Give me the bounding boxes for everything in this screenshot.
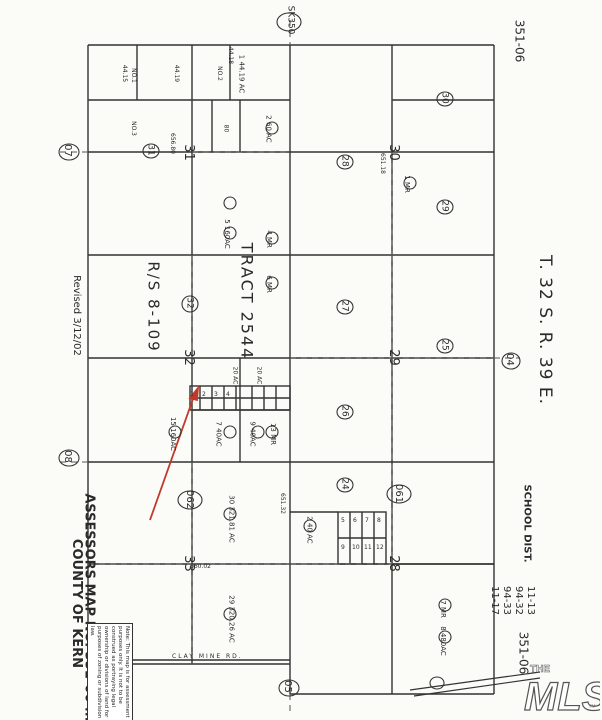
adjacent-map-04: 04 [503,353,515,366]
section-29: 29 [385,349,401,366]
parcel-2-area: 2 60 AC [264,115,273,143]
no-2: NO.2 [215,66,223,81]
map-ref-top: 351-06 [512,19,527,63]
revised-date: Revised 3/12/02 [70,275,82,356]
lot-3: 3 [214,391,218,398]
dim-20ac-1: 20 AC [231,366,239,385]
parcel-6-mr: 6 MR [264,275,273,293]
adjacent-map-05: 05 [281,680,293,693]
dim-20ac-2: 20 AC [255,366,263,385]
lot-4: 4 [226,391,230,398]
lot-5: 5 [341,517,345,524]
adjacent-map-08: 08 [61,450,73,463]
parcel-13-mr: 13 MR [269,422,278,446]
mls-watermark-logo: THE MLS ™ [523,664,600,718]
circle-27: 27 [339,300,350,312]
parcel-4-mr: 4 MR [264,230,273,248]
lot-12: 12 [376,544,384,551]
svg-text:MLS: MLS [524,675,600,718]
circle-25: 25 [439,339,450,351]
section-32: 32 [180,349,196,366]
circle-26: 26 [339,405,350,417]
dim-80: 80 [222,124,230,133]
lot-11: 11 [364,544,372,551]
disclaimer-text: Note: This map is for assessment purpose… [89,626,130,719]
parcel-1-area: 1 44.19 AC [237,54,246,94]
parcel-9-area: 9 40AC [248,421,257,447]
circle-24: 24 [339,478,350,490]
svg-text:THE: THE [530,664,550,675]
adjacent-map-07: 07 [61,144,73,157]
school-dist-code-3: 94-33 [501,585,513,616]
adjacent-map-sk350: SK350 [285,5,296,35]
dim-656-80: 656.80 [169,133,176,154]
parcel-30-area: 30 321.81 AC [227,495,236,543]
school-dist-code-1: 11-13 [525,585,537,616]
lot-2: 2 [202,391,206,398]
school-dist-code-2: 94-32 [513,585,525,616]
lot-8: 8 [377,517,381,524]
no-1: NO.1 [129,68,137,83]
parcel-29-area: 29 320.26 AC [227,595,236,643]
lot-6: 6 [353,517,357,524]
township-range: T. 32 S. R. 39 E. [535,254,556,406]
book-061: 061 [393,483,405,504]
lot-7: 7 [365,517,369,524]
parcel-5-area: 5 160AC [222,219,231,249]
circle-31: 31 [145,144,156,156]
parcel-8-area: 8 480AC [438,626,447,656]
dim-651-32: 651.32 [279,493,286,514]
circle-28: 28 [339,155,350,167]
lot-1: 1 [190,391,194,398]
parcel-7-area: 7 40AC [214,421,223,447]
section-30: 30 [385,144,401,161]
dim-44-15: 44.15 [121,64,129,83]
disclaimer-note: Note: This map is for assessment purpose… [87,623,133,720]
section-31: 31 [180,144,196,161]
tract-name: TRACT 2544 [237,242,257,361]
book-062: 062 [184,489,196,510]
school-dist-code-4: 11-17 [489,585,501,616]
map-title-line2: COUNTY OF KERN [69,538,85,669]
dim-660-02: 660.02 [190,563,211,570]
no-3: NO.3 [129,121,137,136]
book-32: 32 [184,297,195,309]
record-of-survey: R/S 8-109 [144,261,163,353]
parcel-2-40ac: 2 40 AC [305,516,314,544]
road-label: CLAY MINE RD. [172,653,243,660]
circle-29: 29 [439,200,450,212]
parcel-15-area: 15 160AC [169,416,178,452]
lot-9: 9 [341,544,345,551]
parcel-7-mr: 7 MR [438,600,447,618]
dim-651-18: 651.18 [379,153,386,174]
school-dist-label: SCHOOL DIST. [521,484,533,563]
dim-44-18: 44.18 [227,46,235,65]
circle-30: 30 [439,92,450,104]
parcel-1-mr: 1 MR [402,175,411,193]
section-28: 28 [385,555,401,572]
svg-text:™: ™ [588,703,596,712]
lot-10: 10 [352,544,360,551]
dim-44-19: 44.19 [173,64,181,83]
